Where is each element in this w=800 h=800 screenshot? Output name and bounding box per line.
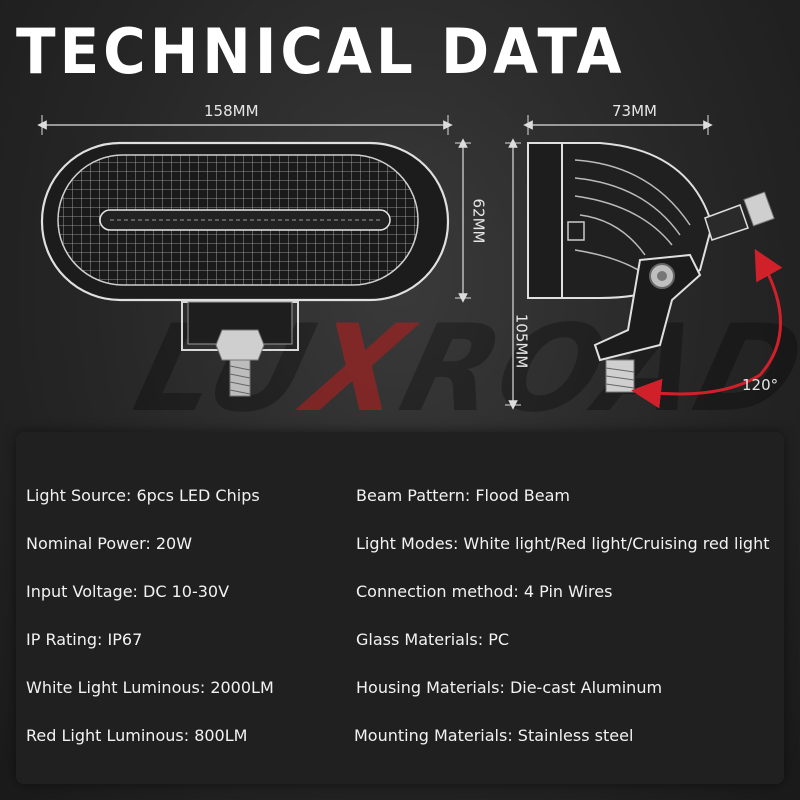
- spec-beam-pattern: Beam Pattern: Flood Beam: [356, 486, 571, 505]
- height-label: 62MM: [469, 198, 488, 244]
- width-label: 158MM: [204, 102, 259, 120]
- front-view-light: [40, 141, 450, 302]
- spec-nominal-power: Nominal Power: 20W: [26, 534, 193, 553]
- spec-input-voltage: Input Voltage: DC 10-30V: [26, 582, 230, 601]
- spec-mounting-materials: Mounting Materials: Stainless steel: [354, 726, 634, 745]
- technical-drawing: [37, 115, 783, 410]
- spec-housing-materials: Housing Materials: Die-cast Aluminum: [356, 678, 663, 697]
- spec-light-modes: Light Modes: White light/Red light/Cruis…: [356, 534, 770, 553]
- front-mount-bracket: [181, 301, 299, 397]
- spec-light-source: Light Source: 6pcs LED Chips: [26, 486, 260, 505]
- spec-panel: Light Source: 6pcs LED Chips Beam Patter…: [16, 432, 784, 784]
- spec-glass-materials: Glass Materials: PC: [356, 630, 510, 649]
- spec-connection-method: Connection method: 4 Pin Wires: [356, 582, 613, 601]
- rotation-arc: [631, 248, 783, 409]
- spec-white-luminous: White Light Luminous: 2000LM: [26, 678, 274, 697]
- side-view-light: [527, 142, 775, 393]
- spec-red-luminous: Red Light Luminous: 800LM: [26, 726, 248, 745]
- depth-label: 73MM: [612, 102, 657, 120]
- spec-ip-rating: IP Rating: IP67: [26, 630, 143, 649]
- total-height-label: 105MM: [512, 313, 531, 369]
- angle-label: 120°: [742, 376, 779, 394]
- page-title: TECHNICAL DATA: [16, 14, 626, 88]
